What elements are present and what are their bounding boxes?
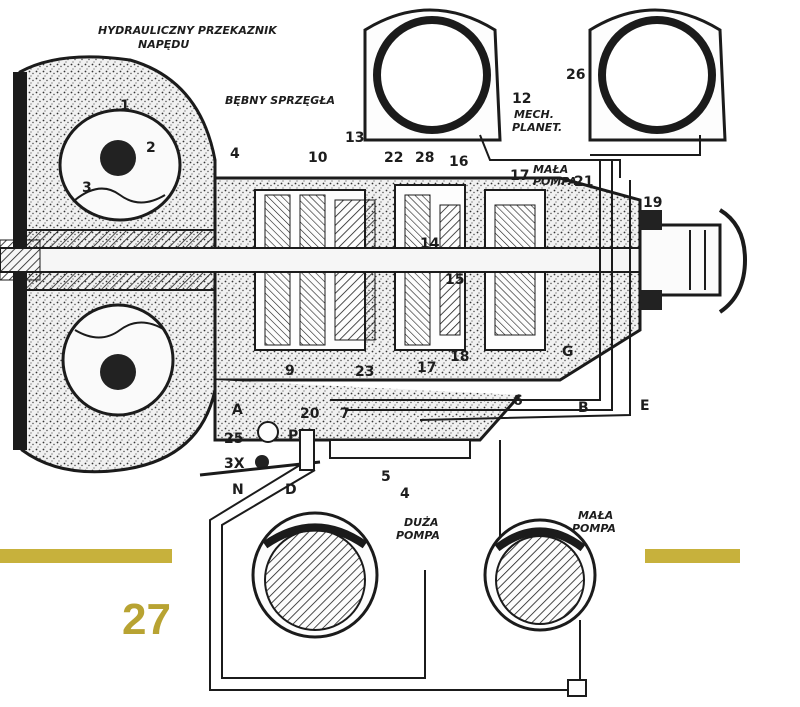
label-13: 13 bbox=[345, 130, 364, 146]
label-E: E bbox=[640, 398, 650, 414]
accent-bar-right bbox=[645, 549, 740, 563]
label-21: 21 bbox=[574, 174, 593, 190]
control-valve bbox=[199, 421, 321, 477]
label-small-pump-top-1: MAŁA bbox=[533, 163, 568, 176]
label-16: 16 bbox=[449, 154, 468, 170]
page-number: 27 bbox=[122, 595, 171, 644]
label-15: 15 bbox=[445, 272, 464, 288]
label-B: B bbox=[578, 400, 589, 416]
label-small-pump-top-2: POMPA bbox=[533, 175, 577, 188]
label-4-bottom: 4 bbox=[400, 486, 410, 502]
label-5: 5 bbox=[381, 469, 391, 485]
gearbox-casing bbox=[0, 176, 661, 459]
output-flange bbox=[638, 208, 748, 314]
label-22: 22 bbox=[384, 150, 403, 166]
label-26: 26 bbox=[566, 67, 585, 83]
label-converter-title-2: NAPĘDU bbox=[138, 38, 189, 51]
label-N: N bbox=[232, 482, 244, 498]
hydraulic-lines bbox=[209, 160, 631, 697]
label-3X: 3X bbox=[224, 456, 245, 472]
label-17-bottom: 17 bbox=[417, 360, 436, 376]
accent-bar-left bbox=[0, 549, 172, 563]
diagram-labels: HYDRAULICZNY PRZEKAZNIK NAPĘDU BĘBNY SPR… bbox=[82, 24, 662, 542]
label-20: 20 bbox=[300, 406, 320, 422]
label-mech-planet-2: PLANET. bbox=[512, 121, 562, 134]
label-6: 6 bbox=[513, 393, 523, 409]
label-12: 12 bbox=[512, 91, 531, 107]
label-D: D bbox=[285, 482, 297, 498]
label-23: 23 bbox=[355, 364, 374, 380]
label-A: A bbox=[232, 402, 243, 418]
label-7: 7 bbox=[340, 406, 350, 422]
label-1: 1 bbox=[120, 98, 130, 114]
label-14: 14 bbox=[420, 236, 440, 252]
label-big-pump-2: POMPA bbox=[396, 529, 440, 542]
label-4-top: 4 bbox=[230, 146, 240, 162]
label-10: 10 bbox=[308, 150, 328, 166]
label-3: 3 bbox=[82, 180, 92, 196]
label-P: P bbox=[288, 428, 298, 444]
label-big-pump-1: DUŻA bbox=[404, 515, 439, 529]
label-28: 28 bbox=[415, 150, 434, 166]
label-17-top: 17 bbox=[510, 168, 529, 184]
label-small-pump-2: POMPA bbox=[572, 522, 616, 535]
label-converter-title-1: HYDRAULICZNY PRZEKAZNIK bbox=[98, 24, 278, 37]
label-18: 18 bbox=[450, 349, 469, 365]
label-mech-planet-1: MECH. bbox=[514, 108, 554, 121]
label-9: 9 bbox=[285, 363, 295, 379]
label-G: G bbox=[562, 344, 574, 360]
label-2: 2 bbox=[146, 140, 156, 156]
label-19: 19 bbox=[643, 195, 662, 211]
label-25: 25 bbox=[224, 431, 243, 447]
big-pump bbox=[251, 511, 379, 639]
small-pump bbox=[483, 518, 597, 632]
top-gauges bbox=[363, 8, 727, 178]
label-small-pump-1: MAŁA bbox=[578, 509, 613, 522]
label-clutch-drums: BĘBNY SPRZĘGŁA bbox=[225, 94, 335, 107]
